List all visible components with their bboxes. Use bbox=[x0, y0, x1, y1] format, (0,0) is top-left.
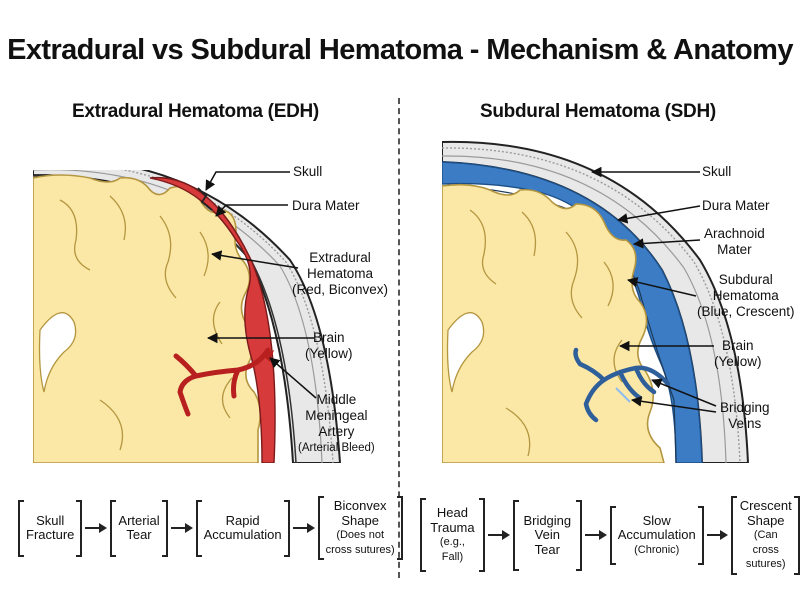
sdh-cross-section bbox=[442, 140, 750, 463]
flow-arrow-icon bbox=[85, 522, 108, 534]
sdh-flow-step-1: Head Trauma (e.g., Fall) bbox=[420, 498, 485, 573]
sdh-brain bbox=[442, 183, 665, 463]
sdh-flow-step-1-l2: Trauma bbox=[430, 519, 475, 535]
sdh-label-hematoma: Subdural Hematoma (Blue, Crescent) bbox=[697, 272, 795, 320]
edh-label-hematoma-l2: Hematoma bbox=[307, 266, 374, 281]
skull-fracture bbox=[197, 187, 213, 211]
sdh-label-dura: Dura Mater bbox=[702, 198, 770, 213]
edh-subtitle: Extradural Hematoma (EDH) bbox=[72, 101, 319, 122]
edh-artery bbox=[173, 347, 271, 417]
sdh-label-veins-l2: Veins bbox=[728, 416, 762, 431]
edh-brain bbox=[33, 174, 262, 463]
sdh-label-brain-l2: (Yellow) bbox=[714, 354, 762, 369]
sdh-flow-step-2-l1: Bridging bbox=[523, 512, 572, 528]
sdh-flow-step-2: Bridging Vein Tear bbox=[512, 499, 582, 571]
sdh-label-hematoma-l3: (Blue, Crescent) bbox=[697, 304, 795, 319]
sdh-flow-step-4: Crescent Shape (Can cross sutures) bbox=[731, 496, 800, 575]
edh-flow-step-3: Rapid Accumulation bbox=[195, 499, 290, 557]
sdh-label-brain: Brain (Yellow) bbox=[714, 338, 762, 370]
sdh-flow-step-2-l2: Vein Tear bbox=[534, 527, 560, 557]
edh-flow-step-4: Biconvex Shape (Does not cross sutures) bbox=[317, 496, 403, 560]
edh-flow-step-4-l4: cross sutures) bbox=[325, 543, 395, 556]
edh-label-hematoma: Extradural Hematoma (Red, Biconvex) bbox=[292, 250, 388, 298]
edh-flow-step-2-l2: Tear bbox=[126, 527, 152, 542]
sdh-label-veins: Bridging Veins bbox=[720, 400, 770, 432]
sdh-label-skull: Skull bbox=[702, 164, 732, 179]
flow-arrow-icon bbox=[487, 529, 510, 541]
sdh-mechanism-flow: Head Trauma (e.g., Fall) Bridging Vein T… bbox=[420, 496, 800, 575]
sdh-label-hematoma-l1: Subdural bbox=[718, 272, 773, 287]
edh-label-hematoma-l3: (Red, Biconvex) bbox=[292, 282, 389, 297]
edh-label-dura: Dura Mater bbox=[292, 198, 360, 213]
edh-mechanism-flow: Skull Fracture Arterial Tear Rapid Accum… bbox=[18, 496, 403, 560]
edh-label-artery-l2: Meningeal bbox=[305, 408, 368, 423]
edh-label-artery-l3: Artery bbox=[318, 424, 355, 439]
sdh-label-arachnoid-l2: Mater bbox=[717, 242, 752, 257]
edh-flow-step-1-l1: Skull bbox=[36, 512, 65, 528]
panel-divider bbox=[398, 98, 400, 578]
flow-arrow-icon bbox=[706, 529, 729, 541]
sdh-flow-step-3-l2: Accumulation bbox=[617, 527, 696, 542]
edh-flow-step-3-l2: Accumulation bbox=[203, 527, 282, 542]
edh-flow-step-1-l2: Fracture bbox=[26, 527, 75, 542]
sdh-ventricle bbox=[446, 312, 485, 393]
edh-flow-step-4-l1: Biconvex bbox=[333, 498, 387, 513]
sdh-flow-step-4-l4: sutures) bbox=[745, 558, 786, 570]
sdh-flow-step-4-l3: (Can cross bbox=[752, 529, 779, 556]
edh-flow-step-3-l1: Rapid bbox=[225, 512, 260, 528]
flow-arrow-icon bbox=[170, 522, 193, 534]
edh-flow-step-1: Skull Fracture bbox=[18, 499, 83, 557]
sdh-label-veins-l1: Bridging bbox=[720, 400, 770, 415]
sdh-label-hematoma-l2: Hematoma bbox=[712, 288, 779, 303]
edh-flow-step-4-l3: (Does not bbox=[336, 529, 385, 541]
edh-flow-step-4-l2: Shape bbox=[341, 512, 379, 528]
flow-arrow-icon bbox=[584, 529, 607, 541]
sdh-flow-step-3: Slow Accumulation (Chronic) bbox=[609, 505, 704, 565]
sdh-label-arachnoid: Arachnoid Mater bbox=[704, 226, 765, 258]
edh-flow-step-2-l1: Arterial bbox=[118, 512, 160, 528]
edh-label-skull: Skull bbox=[293, 164, 323, 179]
edh-label-brain: Brain (Yellow) bbox=[305, 330, 353, 362]
sdh-flow-step-3-l3: (Chronic) bbox=[634, 543, 680, 556]
sdh-flow-step-1-l1: Head bbox=[436, 505, 468, 521]
sdh-flow-step-4-l1: Crescent bbox=[739, 498, 792, 513]
edh-label-hematoma-l1: Extradural bbox=[309, 250, 371, 265]
edh-cross-section bbox=[33, 170, 342, 463]
sdh-label-brain-l1: Brain bbox=[722, 338, 754, 353]
edh-ventricle bbox=[38, 312, 77, 393]
page-title: Extradural vs Subdural Hematoma - Mechan… bbox=[7, 34, 793, 66]
sdh-flow-step-1-l3: (e.g., Fall) bbox=[439, 536, 465, 563]
sdh-flow-step-3-l1: Slow bbox=[642, 512, 671, 528]
flow-arrow-icon bbox=[292, 522, 315, 534]
sdh-flow-step-4-l2: Shape bbox=[746, 512, 785, 528]
sdh-bridging-veins bbox=[573, 347, 671, 423]
edh-label-artery: Middle Meningeal Artery (Arterial Bleed) bbox=[298, 392, 375, 456]
sdh-label-arachnoid-l1: Arachnoid bbox=[704, 226, 765, 241]
edh-label-artery-l4: (Arterial Bleed) bbox=[298, 442, 375, 454]
edh-label-brain-l2: (Yellow) bbox=[305, 346, 353, 361]
edh-label-artery-l1: Middle bbox=[316, 392, 357, 407]
edh-label-brain-l1: Brain bbox=[313, 330, 345, 345]
edh-flow-step-2: Arterial Tear bbox=[110, 499, 168, 557]
sdh-subtitle: Subdural Hematoma (SDH) bbox=[480, 101, 716, 122]
